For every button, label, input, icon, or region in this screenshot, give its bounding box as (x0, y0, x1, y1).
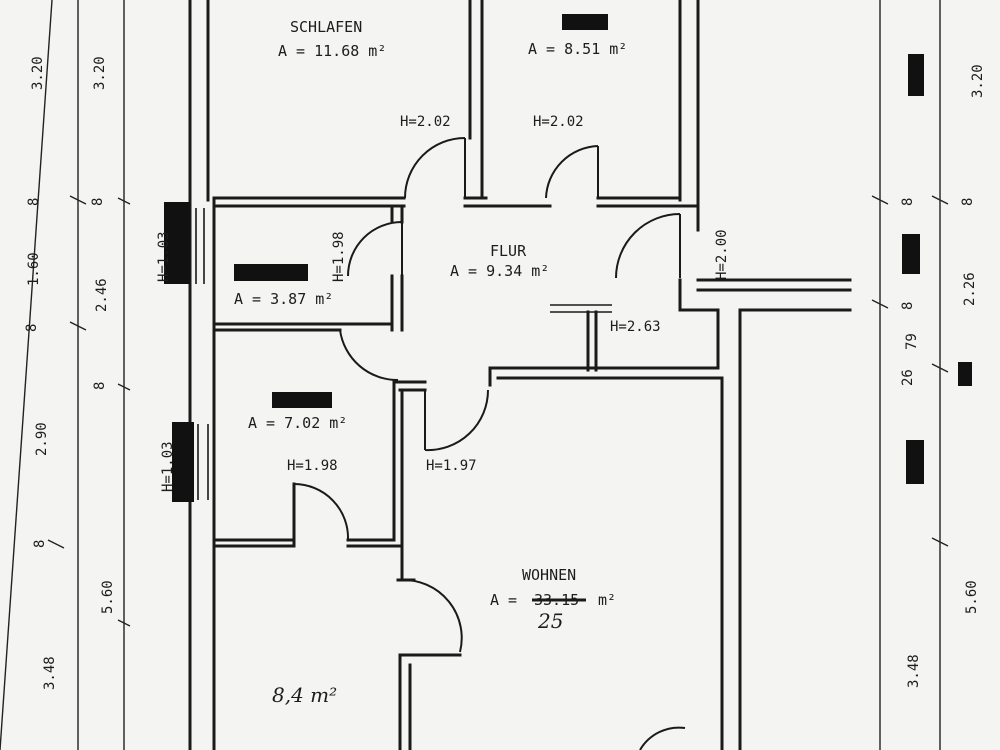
dim-right-outer-3: 2.26 (962, 272, 978, 306)
door-height-right: H=2.00 (714, 229, 730, 280)
dim-left-inner-2: 8 (90, 198, 106, 206)
door-height-wohnen: H=1.97 (426, 458, 477, 474)
dim-left-outer-5: 2.90 (34, 422, 50, 456)
dim-left-inner-5: 5.60 (100, 580, 116, 614)
room-labels: SCHLAFEN A = 11.68 m² A = 8.51 m² FLUR A… (234, 18, 627, 707)
room-name-wohnen: WOHNEN (522, 566, 576, 584)
dim-left-outer-1: 3.20 (30, 56, 46, 90)
door-height-top-right: H=2.02 (533, 114, 584, 130)
door-height-schlafen: H=2.02 (400, 114, 451, 130)
dim-left-outer-3: 1.60 (26, 252, 42, 286)
dim-left-outer-6: 8 (32, 540, 48, 548)
window-height-lower: H=1.03 (160, 441, 176, 492)
door-height-bath: H=1.98 (331, 231, 347, 282)
dim-right-outer-5: 5.60 (964, 580, 980, 614)
room-area-top-right: A = 8.51 m² (528, 40, 627, 58)
dimension-labels-right-outer: 3.20 8 2.26 79 5.60 (904, 64, 986, 614)
dim-right-inner-1: 8 (900, 198, 916, 206)
dim-left-inner-4: 8 (92, 382, 108, 390)
windows (164, 202, 209, 502)
dim-left-inner-3: 2.46 (94, 278, 110, 312)
dim-left-inner-1: 3.20 (92, 56, 108, 90)
room-area-mid: A = 7.02 m² (248, 414, 347, 432)
dimension-lines (0, 0, 949, 750)
room-area-wohnen-prefix: A = (490, 591, 517, 609)
window-height-upper: H=1.03 (156, 231, 172, 282)
dim-right-outer-4: 79 (904, 333, 920, 350)
dim-left-outer-2: 8 (26, 198, 42, 206)
room-area-wohnen-unit: m² (598, 591, 616, 609)
door-height-labels: H=2.02 H=2.02 H=2.00 H=1.98 H=2.63 H=1.9… (156, 114, 730, 492)
room-area-bottom-left-handwritten: 8,4 m² (272, 683, 337, 707)
room-area-schlafen: A = 11.68 m² (278, 42, 386, 60)
door-height-mid: H=1.98 (287, 458, 338, 474)
room-area-wohnen-handwritten: 25 (537, 609, 563, 633)
redaction-blocks (234, 14, 972, 484)
door-height-kitchen: H=2.63 (610, 319, 661, 335)
room-name-schlafen: SCHLAFEN (290, 18, 362, 36)
room-area-bath: A = 3.87 m² (234, 290, 333, 308)
dim-right-inner-4: 3.48 (906, 654, 922, 688)
dimension-labels-left-inner: 3.20 8 2.46 8 5.60 (90, 56, 116, 614)
dim-right-inner-2: 8 (900, 302, 916, 310)
doors (293, 137, 686, 750)
dim-left-outer-7: 3.48 (42, 656, 58, 690)
dim-right-outer-2: 8 (960, 198, 976, 206)
room-name-flur: FLUR (490, 242, 527, 260)
dim-left-outer-4: 8 (24, 324, 40, 332)
walls (188, 0, 852, 750)
dim-right-outer-1: 3.20 (970, 64, 986, 98)
room-area-flur: A = 9.34 m² (450, 262, 549, 280)
dimension-labels-right-inner: 8 8 26 3.48 (900, 198, 922, 688)
dimension-labels-left-outer: 3.20 8 1.60 8 2.90 8 3.48 (24, 56, 58, 690)
dim-right-inner-3: 26 (900, 369, 916, 386)
